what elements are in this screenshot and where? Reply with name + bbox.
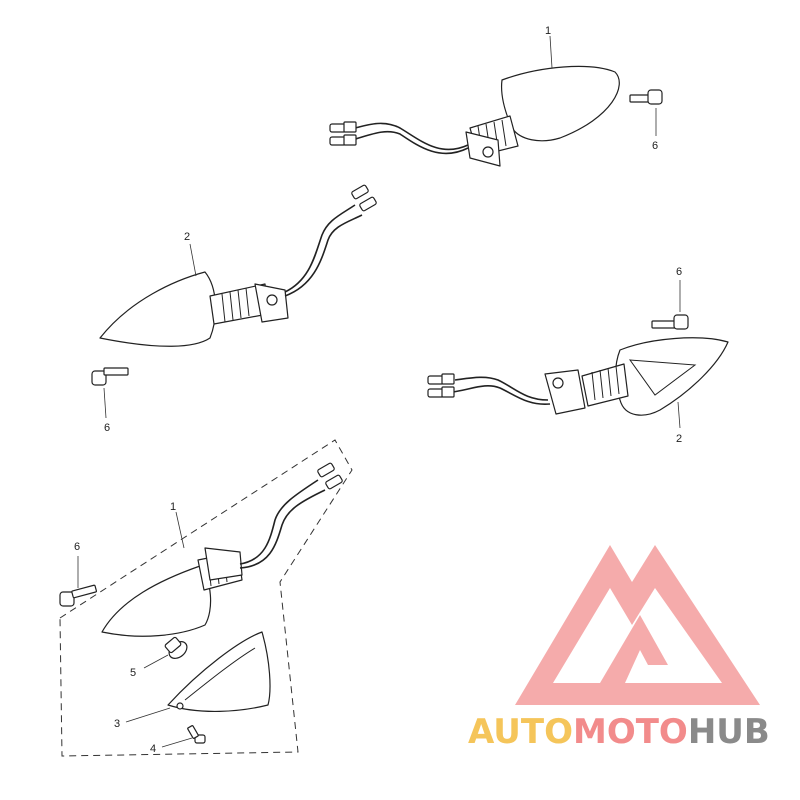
callout-exploded-lamp: 1: [170, 501, 176, 513]
top-screw: [629, 89, 663, 105]
logo-mark: [515, 545, 760, 705]
right-indicator-lamp: [427, 337, 729, 416]
callout-exploded-screw: 6: [74, 541, 80, 553]
bulb: [164, 636, 188, 659]
left-screw: [91, 367, 129, 386]
top-indicator-lamp: [329, 65, 620, 167]
callout-top-screw: 6: [652, 140, 658, 152]
watermark-word-auto: AUTO: [468, 712, 573, 752]
callout-top-lamp: 1: [545, 25, 551, 37]
callout-bulb: 5: [130, 667, 136, 679]
callout-lens: 3: [114, 718, 120, 730]
left-indicator-lamp: [99, 184, 377, 347]
callout-right-lamp: 2: [676, 433, 682, 445]
watermark-wordmark: AUTOMOTOHUB: [468, 712, 798, 762]
callout-left-lamp: 2: [184, 231, 190, 243]
exploded-screw: [59, 584, 98, 607]
exploded-indicator-lamp: [101, 462, 343, 637]
lens-screw: [187, 725, 206, 744]
watermark-word-hub: HUB: [687, 712, 770, 752]
assembly-outline: [59, 439, 353, 757]
right-screw: [651, 314, 689, 330]
callout-left-screw: 6: [104, 422, 110, 434]
callout-lens-screw: 4: [150, 743, 156, 755]
callout-right-screw: 6: [676, 266, 682, 278]
lens: [167, 631, 271, 713]
watermark-word-moto: MOTO: [572, 712, 688, 752]
